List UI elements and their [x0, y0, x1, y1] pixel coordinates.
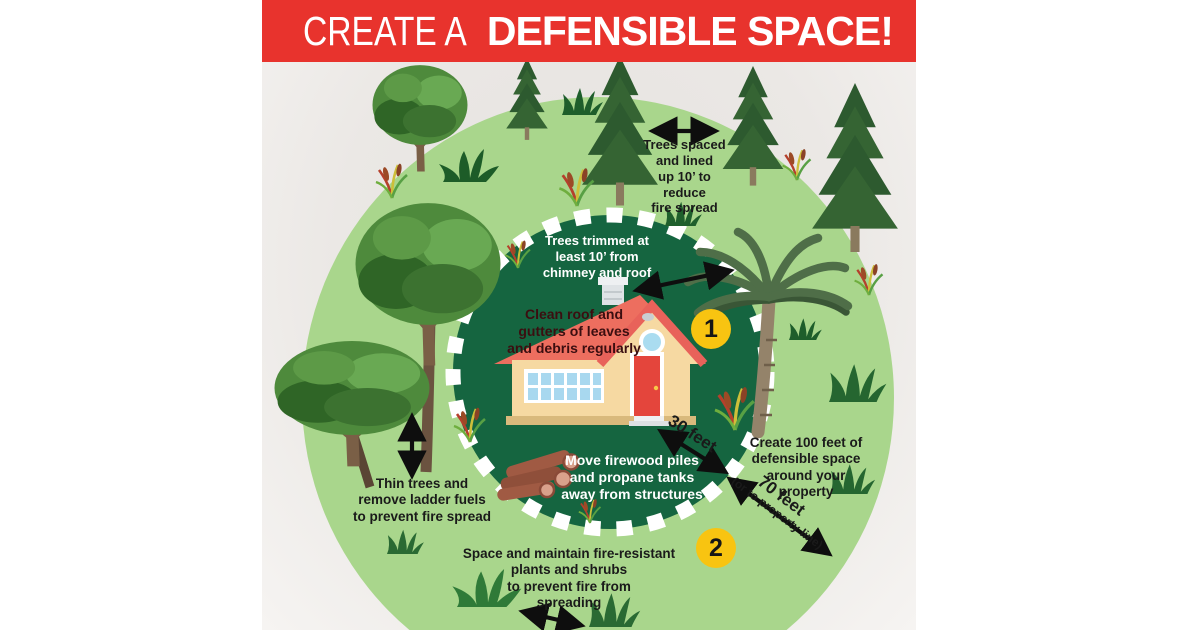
- infographic-board: CREATE A DEFENSIBLE SPACE! Trees spaced …: [262, 0, 916, 630]
- tree-conifer-right: [812, 83, 898, 252]
- scene-illustration: [262, 56, 898, 630]
- tree-conifer-small: [506, 58, 548, 140]
- house-steps: [629, 416, 669, 426]
- badge-step-2: 2: [696, 528, 736, 568]
- house: [494, 277, 708, 426]
- house-window: [524, 369, 604, 403]
- badge-step-1: 1: [691, 309, 731, 349]
- label-clean-roof: Clean roof and gutters of leaves and deb…: [507, 306, 641, 357]
- house-gable-roof-edge: [596, 299, 708, 368]
- label-thin-trees: Thin trees and remove ladder fuels to pr…: [352, 476, 492, 524]
- label-trees-spaced: Trees spaced and lined up 10’ to reduce …: [643, 137, 726, 216]
- title-banner: CREATE A DEFENSIBLE SPACE!: [262, 0, 916, 62]
- title-bold: DEFENSIBLE SPACE!: [486, 7, 894, 54]
- house-door: [630, 313, 664, 416]
- label-move-firewood: Move firewood piles and propane tanks aw…: [561, 452, 703, 503]
- tree-oak-leaning: [275, 341, 430, 489]
- label-trees-trimmed: Trees trimmed at least 10’ from chimney …: [542, 233, 652, 280]
- arrow-plant-spacing: [518, 602, 586, 630]
- title-light: CREATE A: [303, 7, 467, 54]
- label-space-maintain: Space and maintain fire-resistant plants…: [462, 546, 676, 611]
- house-chimney: [598, 277, 628, 305]
- arrow-70-feet: [726, 476, 833, 557]
- round-window: [643, 333, 661, 351]
- house-foundation: [506, 416, 696, 425]
- arrow-30-feet: [657, 428, 729, 475]
- arrow-trim-clearance: [632, 261, 735, 300]
- firewood-pile: [497, 450, 580, 501]
